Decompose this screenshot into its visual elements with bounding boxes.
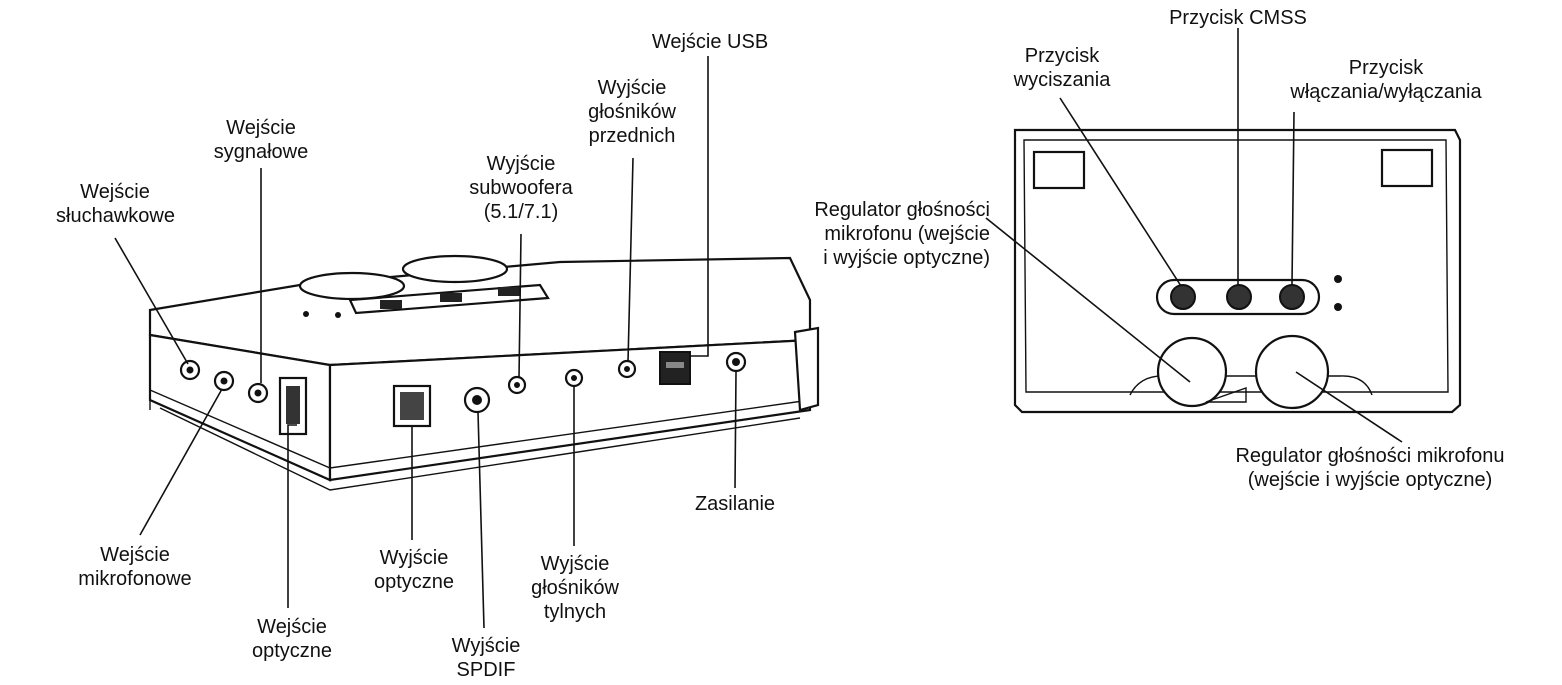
leader-lines-right <box>985 28 1403 443</box>
top-knob-right <box>401 254 509 284</box>
label-power: Zasilanie <box>694 493 776 515</box>
sound-card-rear-view <box>148 254 820 491</box>
leader-lines-left <box>114 56 737 629</box>
master-volume-knob <box>1254 334 1330 410</box>
mic-volume-knob <box>1156 336 1228 408</box>
top-knob-left <box>298 271 406 301</box>
label-master-volume-knob: Regulator głośności mikrofonu(wejście i … <box>1235 445 1505 491</box>
label-cmss-button: Przycisk CMSS <box>1169 7 1307 29</box>
label-usb-input: Wejście USB <box>651 31 769 53</box>
